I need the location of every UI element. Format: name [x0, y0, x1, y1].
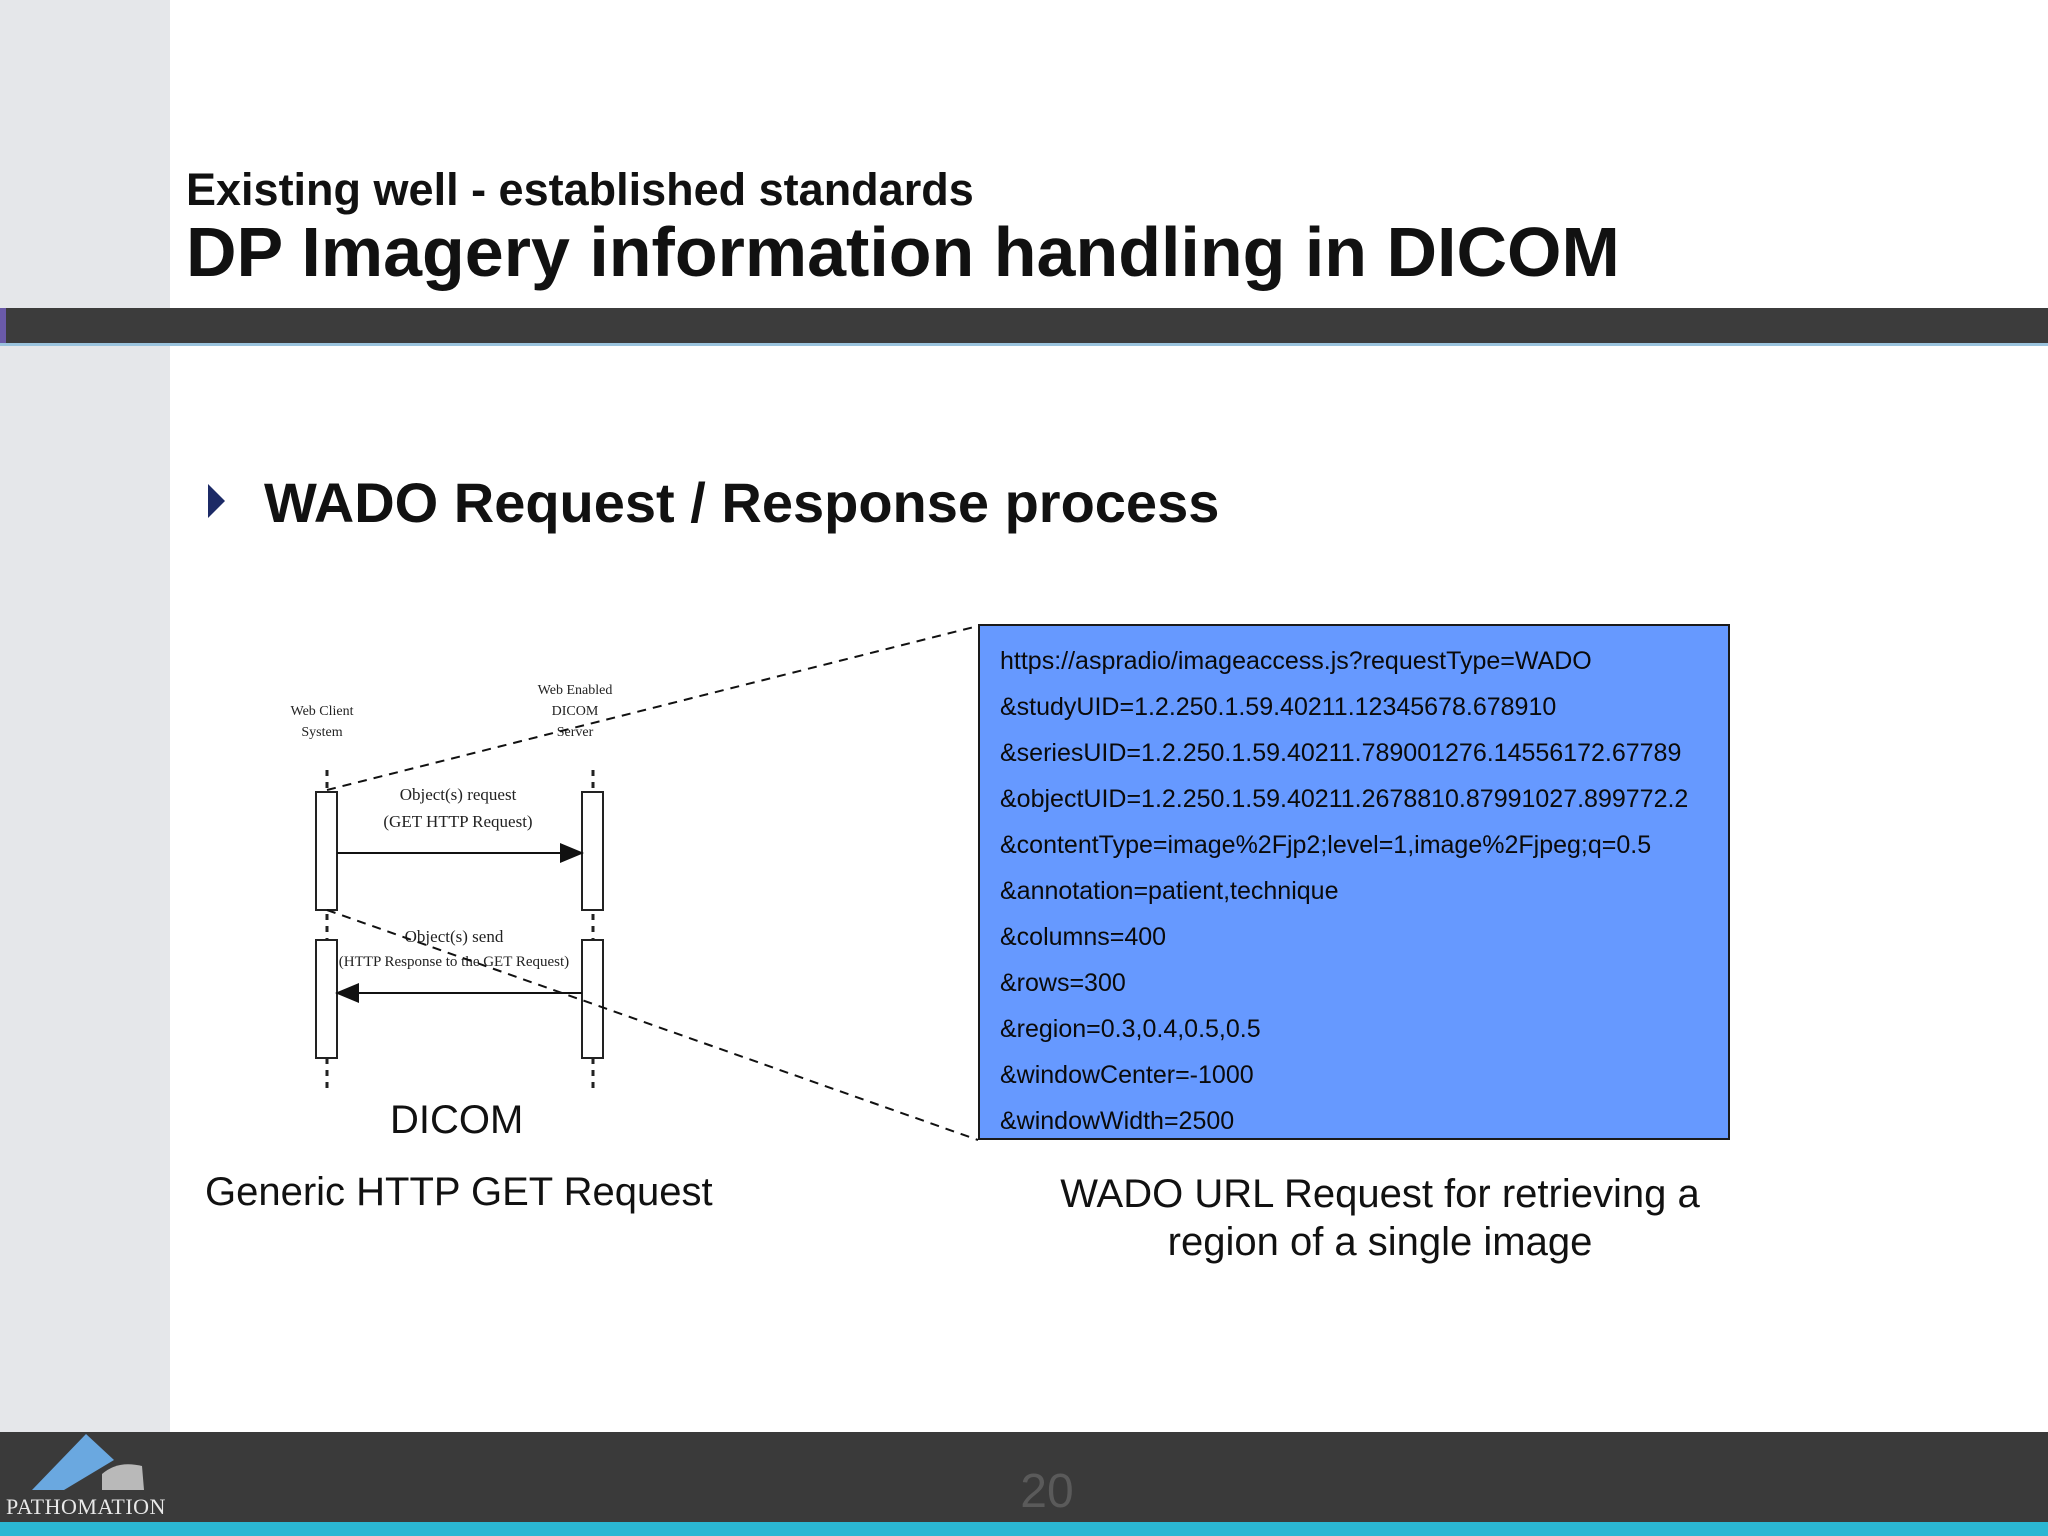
wado-url-box: https://aspradio/imageaccess.js?requestT…	[978, 624, 1730, 1140]
server-lifeline-label-3: Server	[557, 725, 594, 740]
server-activation-1	[581, 791, 604, 911]
client-activation-2	[315, 939, 338, 1059]
caption-wado-line-2: region of a single image	[1167, 1220, 1593, 1264]
pathomation-logo: PATHOMATION	[6, 1432, 186, 1522]
server-activation-2	[581, 939, 604, 1059]
url-line: &region=0.3,0.4,0.5,0.5	[1000, 1015, 1261, 1043]
caption-dicom: DICOM	[390, 1098, 524, 1142]
request-label-1: Object(s) request	[400, 785, 517, 804]
url-line: &columns=400	[1000, 923, 1167, 951]
caption-wado: WADO URL Request for retrieving a region…	[1030, 1170, 1730, 1266]
slide-subtitle: Existing well - established standards	[186, 164, 974, 215]
url-line: &studyUID=1.2.250.1.59.40211.12345678.67…	[1000, 693, 1557, 721]
url-line: &windowWidth=2500	[1000, 1107, 1235, 1135]
response-label-2: (HTTP Response to the GET Request)	[339, 954, 569, 970]
url-line: &rows=300	[1000, 969, 1126, 997]
caption-http-get: Generic HTTP GET Request	[205, 1170, 713, 1214]
title-divider-bar	[0, 308, 2048, 346]
url-line: &windowCenter=-1000	[1000, 1061, 1254, 1089]
client-activation-1	[315, 791, 338, 911]
footer-bar	[0, 1432, 2048, 1522]
client-lifeline-label-2: System	[301, 725, 342, 740]
logo-mark-icon	[32, 1434, 144, 1490]
url-line: &objectUID=1.2.250.1.59.40211.2678810.87…	[1000, 785, 1689, 813]
server-lifeline-label-2: DICOM	[552, 704, 599, 719]
url-line: &contentType=image%2Fjp2;level=1,image%2…	[1000, 831, 1652, 859]
page-number: 20	[1020, 1465, 1074, 1518]
client-lifeline-label-1: Web Client	[290, 704, 353, 719]
caption-wado-line-1: WADO URL Request for retrieving a	[1060, 1172, 1700, 1216]
title-divider-accent	[0, 308, 6, 343]
zoom-connector-top	[326, 625, 979, 791]
bullet-text: WADO Request / Response process	[264, 471, 1220, 534]
url-line: &annotation=patient,technique	[1000, 877, 1339, 905]
zoom-connector-bottom	[326, 909, 979, 1141]
url-line: &seriesUID=1.2.250.1.59.40211.789001276.…	[1000, 739, 1682, 767]
slide-title: DP Imagery information handling in DICOM	[186, 213, 1620, 291]
footer-stripe	[0, 1522, 2048, 1536]
bullet-triangle-icon	[208, 484, 225, 518]
left-stripe	[0, 0, 170, 1432]
server-lifeline-label-1: Web Enabled	[538, 683, 613, 698]
response-label-1: Object(s) send	[405, 927, 504, 946]
request-label-2: (GET HTTP Request)	[383, 812, 532, 831]
url-line: https://aspradio/imageaccess.js?requestT…	[1000, 647, 1592, 675]
logo-text: PATHOMATION	[6, 1494, 166, 1519]
